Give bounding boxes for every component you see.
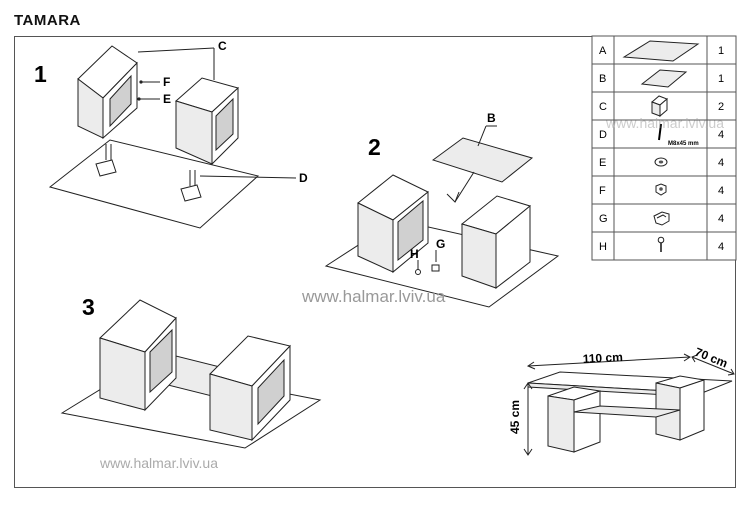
part-qty-h: 4	[718, 241, 724, 253]
part-qty-g: 4	[718, 213, 724, 225]
step3-left-cube	[99, 299, 177, 412]
step2-right-cube	[460, 195, 532, 290]
glass-top-a	[48, 139, 260, 229]
parts-row-f: F 4	[599, 183, 724, 197]
part-letter-c: C	[599, 101, 607, 113]
bolt-size-note: M8x45 mm	[668, 141, 699, 147]
part-letter-a: A	[599, 45, 607, 57]
instruction-frame	[14, 36, 736, 488]
mount-plate-left	[95, 159, 117, 177]
part-qty-c: 2	[718, 101, 724, 113]
dimension-depth: 70 cm	[693, 345, 730, 371]
step-1-number: 1	[34, 61, 47, 87]
parts-row-d: D M8x45 mm 4	[599, 123, 724, 147]
part-qty-f: 4	[718, 185, 724, 197]
callout-d: D	[299, 171, 308, 185]
glass-top-large-icon	[622, 40, 700, 62]
step-3-number: 3	[82, 294, 95, 320]
step-2-group: 2 B H G	[324, 111, 560, 308]
watermark-bottom: www.halmar.lviv.ua	[99, 455, 218, 471]
step-2-number: 2	[368, 134, 381, 160]
dimension-height: 45 cm	[508, 400, 522, 434]
screw-icon	[657, 236, 665, 252]
left-cube-leg	[77, 45, 138, 140]
step-3-group: 3	[60, 294, 322, 449]
glass-shelf-b	[431, 137, 534, 183]
parts-row-b: B 1	[599, 69, 724, 88]
step-1-group: 1 C F E D	[34, 39, 308, 229]
part-letter-g: G	[599, 213, 608, 225]
part-qty-d: 4	[718, 129, 724, 141]
parts-row-a: A 1	[599, 40, 724, 62]
callout-h: H	[410, 247, 419, 261]
document-title: TAMARA	[14, 12, 81, 29]
parts-row-h: H 4	[599, 236, 724, 253]
parts-row-e: E 4	[599, 157, 724, 169]
washer-icon	[654, 157, 668, 167]
part-letter-b: B	[599, 73, 606, 85]
shelf-holder-icon	[653, 211, 670, 226]
part-letter-h: H	[599, 241, 607, 253]
parts-row-g: G 4	[599, 211, 724, 226]
parts-table: A 1 B 1 C 2 D M8x45 mm 4	[591, 35, 737, 261]
right-cube-leg	[174, 77, 239, 166]
watermark-center: www.halmar.lviv.ua	[301, 287, 446, 306]
part-qty-b: 1	[718, 73, 724, 85]
watermark-table: www.halmar.lviv.ua	[605, 115, 724, 131]
part-letter-d: D	[599, 129, 607, 141]
callout-e: E	[163, 92, 171, 106]
part-letter-f: F	[599, 185, 606, 197]
nut-icon	[655, 183, 667, 196]
callout-g: G	[436, 237, 445, 251]
cube-leg-icon	[651, 95, 668, 118]
step3-right-cube	[209, 335, 291, 442]
mount-plate-right	[180, 184, 202, 202]
dimension-diagram: 110 cm 70 cm 45 cm	[508, 345, 735, 456]
step2-left-cube	[357, 174, 429, 274]
glass-shelf-small-icon	[640, 69, 688, 88]
parts-row-c: C 2	[599, 95, 724, 118]
part-qty-e: 4	[718, 157, 724, 169]
part-qty-a: 1	[718, 45, 724, 57]
bolt-icon	[658, 123, 662, 141]
callout-c: C	[218, 39, 227, 53]
part-letter-e: E	[599, 157, 606, 169]
dimension-width: 110 cm	[582, 350, 623, 366]
callout-b: B	[487, 111, 496, 125]
callout-f: F	[163, 75, 170, 89]
